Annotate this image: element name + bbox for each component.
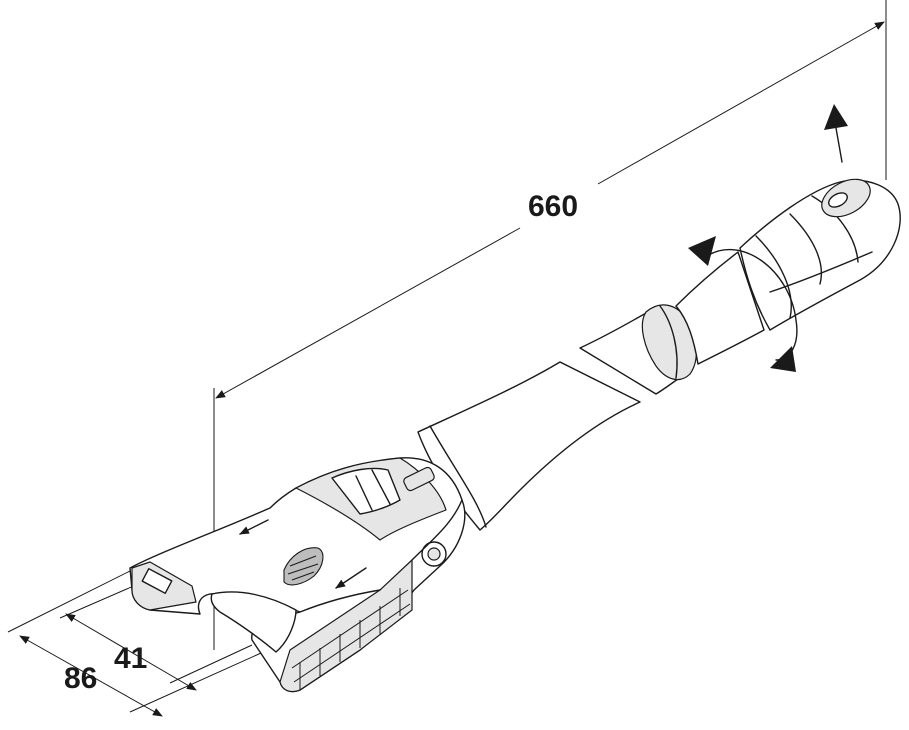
grip-neck — [675, 251, 765, 365]
dimension-line-660-a — [215, 227, 521, 399]
extension-line-41-b — [169, 644, 253, 684]
dimension-label-41: 41 — [114, 642, 147, 675]
dimension-line-660-b — [597, 21, 885, 185]
collar-ring — [641, 304, 697, 381]
width-dimensions: 86 41 — [7, 554, 291, 717]
fork-head — [129, 457, 466, 693]
extension-line-86-a — [7, 569, 133, 633]
lift-arrow-icon — [824, 104, 848, 163]
rotate-arrow-icon — [688, 236, 798, 372]
tool-handle — [417, 178, 901, 531]
dimension-label-86: 86 — [64, 662, 97, 695]
length-dimension: 660 — [213, 0, 887, 650]
dimension-label-660: 660 — [528, 190, 578, 223]
grip-body — [739, 179, 901, 331]
fork-prong-right — [279, 559, 413, 693]
fork-opening — [210, 591, 297, 653]
dimension-line-41 — [65, 613, 197, 691]
latch-mechanism — [331, 467, 401, 515]
release-arrow-icon — [239, 519, 367, 589]
